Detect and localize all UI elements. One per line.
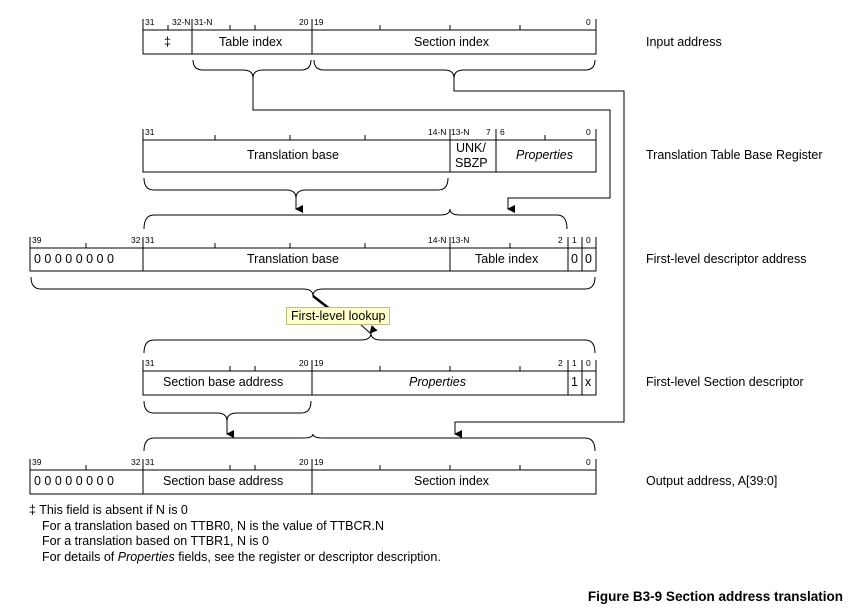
bit-label: 32 xyxy=(131,457,141,467)
table-index-field: Table index xyxy=(475,252,539,266)
properties-field: Properties xyxy=(516,148,573,162)
footnote-line: For a translation based on TTBR1, N is 0 xyxy=(42,534,269,548)
bit-label: 0 xyxy=(586,127,591,137)
footnote-line: For a translation based on TTBR0, N is t… xyxy=(42,518,385,533)
reserved-field-marker: ‡ xyxy=(164,35,171,49)
zero-padding-field: 0 0 0 0 0 0 0 0 xyxy=(34,252,114,266)
bit-label: 19 xyxy=(314,457,324,467)
bit-label: 7 xyxy=(486,127,491,137)
footnote-line: For details of Properties fields, see th… xyxy=(29,550,441,566)
bit-label: 14-N xyxy=(428,235,447,245)
bit-label: 31 xyxy=(145,17,155,27)
bit-label: 31 xyxy=(145,358,155,368)
bit-label: 20 xyxy=(299,358,309,368)
descriptor-type-bit1: 1 xyxy=(571,375,578,389)
properties-field: Properties xyxy=(409,375,466,389)
output-address-register xyxy=(29,459,597,495)
bit-label: 2 xyxy=(558,235,563,245)
bit-label: 31 xyxy=(145,457,155,467)
bit-label: 0 xyxy=(586,358,591,368)
table-index-field: Table index xyxy=(219,35,283,49)
bit-label: 13-N xyxy=(451,127,470,137)
first-level-descriptor-address-register xyxy=(29,237,597,272)
translation-base-field: Translation base xyxy=(247,148,339,162)
section-descriptor-register xyxy=(142,360,597,396)
bit-label: 39 xyxy=(32,235,42,245)
translation-base-field: Translation base xyxy=(247,252,339,266)
bit-label: 20 xyxy=(299,457,309,467)
bit-label: 0 xyxy=(586,235,591,245)
bit-label: 32 xyxy=(131,235,141,245)
unk-sbzp-field-line2: SBZP xyxy=(455,156,488,170)
footnotes: ‡ This field is absent if N is 0 For a t… xyxy=(29,503,441,565)
first-level-lookup-label: First-level lookup xyxy=(286,307,391,325)
input-address-label: Input address xyxy=(646,35,722,49)
output-address-label: Output address, A[39:0] xyxy=(646,474,778,488)
input-address-register xyxy=(142,19,597,55)
figure-caption: Figure B3-9 Section address translation xyxy=(587,589,843,604)
footnote-text: fields, see the register or descriptor d… xyxy=(174,549,441,564)
ttbr-label: Translation Table Base Register xyxy=(646,148,823,162)
fld-address-label: First-level descriptor address xyxy=(646,252,807,266)
bit-label: 19 xyxy=(314,358,324,368)
bit-label: 0 xyxy=(586,457,591,467)
bit0-field: 0 xyxy=(585,252,592,266)
bit-label: 1 xyxy=(572,358,577,368)
section-index-field: Section index xyxy=(414,474,490,488)
bit-label: 1 xyxy=(572,235,577,245)
bit-label: 6 xyxy=(500,127,505,137)
bit-label: 13-N xyxy=(451,235,470,245)
zero-padding-field: 0 0 0 0 0 0 0 0 xyxy=(34,474,114,488)
bit1-field: 0 xyxy=(571,252,578,266)
bit-label: 0 xyxy=(586,17,591,27)
bit-label: 39 xyxy=(32,457,42,467)
bit-label: 32-N xyxy=(172,17,191,27)
bit-label: 31-N xyxy=(194,17,213,27)
section-base-address-field: Section base address xyxy=(163,474,284,488)
bit-label: 2 xyxy=(558,358,563,368)
ttbr-register xyxy=(142,129,597,173)
section-index-field: Section index xyxy=(414,35,490,49)
bit-label: 31 xyxy=(145,127,155,137)
footnote-italic: Properties xyxy=(117,549,175,564)
footnote-line: ‡ This field is absent if N is 0 xyxy=(29,503,188,517)
unk-sbzp-field: UNK/ xyxy=(456,141,486,155)
bit-label: 31 xyxy=(145,235,155,245)
bit-label: 14-N xyxy=(428,127,447,137)
descriptor-type-bit0: x xyxy=(585,375,592,389)
section-base-address-field: Section base address xyxy=(163,375,284,389)
bit-label: 19 xyxy=(314,17,324,27)
bit-label: 20 xyxy=(299,17,309,27)
section-descriptor-label: First-level Section descriptor xyxy=(646,375,804,389)
footnote-text: For details of xyxy=(42,549,118,564)
